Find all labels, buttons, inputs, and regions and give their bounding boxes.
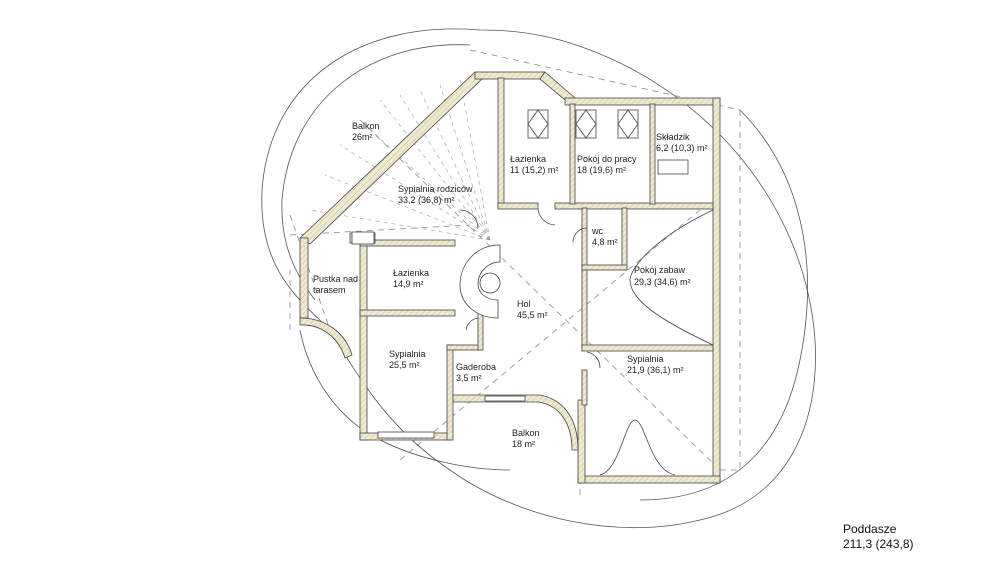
wall-garderoba-top <box>446 344 483 351</box>
skylight-3 <box>617 109 639 139</box>
room-name-sypialnia-rodzicow: Sypialnia rodziców <box>398 184 473 194</box>
floor-total-area: 211,3 (243,8) <box>843 537 914 551</box>
wall-balkon-s <box>452 394 579 451</box>
room-name-balkon-nw: Balkon <box>352 121 380 131</box>
room-name-pustka: Pustka nad <box>313 274 358 284</box>
window-balkon-s <box>484 395 526 402</box>
room-area-skladzik: 6,2 (10,3) m² <box>656 143 708 153</box>
wall-top-c <box>564 97 721 106</box>
skylight-2 <box>575 109 597 139</box>
room-name-garderoba: Gaderoba <box>456 362 496 372</box>
room-name-sypialnia-left: Sypialnia <box>389 349 426 359</box>
wall-garderoba-west <box>446 344 454 441</box>
outer-curve-inner <box>281 44 471 301</box>
wall-pracy-west <box>569 103 576 205</box>
room-area-balkon-s: 18 m² <box>512 439 535 449</box>
fixtures <box>351 109 714 476</box>
door-arc-2 <box>572 227 588 243</box>
spiral-stair <box>459 244 501 319</box>
room-name-balkon-s: Balkon <box>512 428 540 438</box>
wall-south-right <box>577 475 721 484</box>
room-area-lazienka-top: 11 (15,2) m² <box>510 165 558 175</box>
wall-south-right-stub <box>577 399 586 484</box>
wall-top-a <box>474 71 546 80</box>
door-arc-4 <box>465 317 479 331</box>
room-name-lazienka-top: Łazienka <box>510 154 546 164</box>
room-name-pokoj-zabaw: Pokój zabaw <box>634 265 686 275</box>
wall-east <box>712 97 721 484</box>
wall-wc-east <box>621 207 628 271</box>
outer-curve-large <box>261 28 816 529</box>
wall-lazienka-top-west <box>497 77 505 209</box>
door-arc-3 <box>586 351 601 369</box>
curve-sypialnia <box>599 419 676 476</box>
room-area-garderoba: 3,5 m² <box>456 373 482 383</box>
wall-wc-west <box>581 207 588 271</box>
wall-lazienka-mid-bottom <box>359 309 456 317</box>
room-name-wc: wc <box>591 226 603 236</box>
room-area-sypialnia-rodzicow: 33,2 (36,8) m² <box>398 195 455 205</box>
outer-curves <box>261 28 816 529</box>
cabinet-rodzicow <box>351 231 375 245</box>
room-name-skladzik: Składzik <box>656 132 690 142</box>
room-area-hol: 45,5 m² <box>517 310 548 320</box>
door-arc-5 <box>459 209 479 229</box>
room-name-sypialnia-right: Sypialnia <box>627 354 664 364</box>
sink-skladzik <box>657 159 689 175</box>
floor-summary: Poddasze 211,3 (243,8) <box>843 522 914 552</box>
room-name-lazienka-mid: Łazienka <box>393 268 429 278</box>
room-area-pustka: tarasem <box>313 285 346 295</box>
room-area-balkon-nw: 26m² <box>352 132 373 142</box>
curve-zabaw <box>629 209 714 346</box>
room-area-pokoj-do-pracy: 18 (19,6) m² <box>577 165 626 175</box>
room-area-sypialnia-right: 21,9 (36,1) m² <box>627 365 684 375</box>
wall-skladzik-west <box>649 103 656 205</box>
room-name-pokoj-do-pracy: Pokój do pracy <box>577 154 637 164</box>
room-area-sypialnia-left: 25,5 m² <box>389 360 420 370</box>
room-area-pokoj-zabaw: 29,3 (34,6) m² <box>634 277 691 287</box>
skylight-1 <box>527 109 549 139</box>
wall-west-inner <box>359 239 368 441</box>
room-area-lazienka-mid: 14,9 m² <box>393 279 424 289</box>
wall-zabaw-south <box>581 344 714 352</box>
room-area-wc: 4,8 m² <box>592 237 618 247</box>
dashed-lines <box>289 49 741 495</box>
wall-west-curve <box>299 317 353 359</box>
window-sypialnia <box>377 431 435 439</box>
wall-pokoj-south <box>554 202 714 210</box>
room-name-hol: Hol <box>517 299 531 309</box>
wall-sypialnia-right-west <box>581 369 588 406</box>
wall-wc-south <box>581 264 628 271</box>
wall-zabaw-west <box>581 269 588 351</box>
wall-lazienka-top-south <box>497 202 539 210</box>
floor-name: Poddasze <box>843 522 897 536</box>
door-arc-1 <box>537 208 556 226</box>
spiral-stair-core <box>479 272 501 294</box>
room-labels: Balkon 26m² Sypialnia rodziców 33,2 (36,… <box>313 121 708 449</box>
outer-curve-east <box>639 109 808 501</box>
wall-west <box>299 237 309 319</box>
